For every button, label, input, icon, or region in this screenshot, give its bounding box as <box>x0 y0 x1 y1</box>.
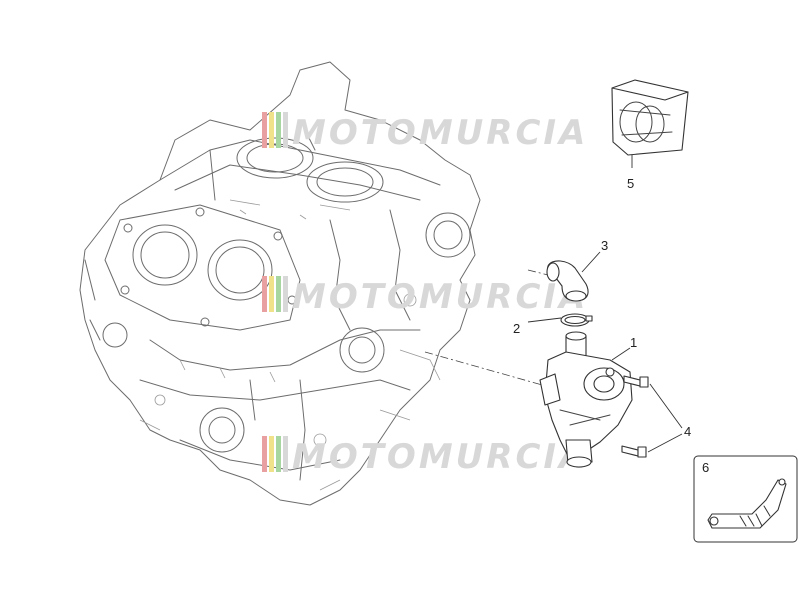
watermark-text: MOTOMURCIA <box>292 437 588 477</box>
part-5-seal-kit <box>611 79 689 156</box>
watermark-text: MOTOMURCIA <box>292 113 588 153</box>
callout-2: 2 <box>513 321 520 336</box>
part-3-elbow-hose <box>546 260 589 302</box>
watermark-text: MOTOMURCIA <box>292 277 588 317</box>
callout-5: 5 <box>627 176 634 191</box>
part-1-water-pump <box>539 331 633 468</box>
engine-crankcase-drawing <box>79 61 481 506</box>
callout-1-leader <box>611 347 631 361</box>
callout-3: 3 <box>601 238 608 253</box>
assembly-axis-line <box>424 351 561 391</box>
part-4-screw-lower <box>621 445 647 458</box>
part-4-screw-upper <box>623 375 649 388</box>
part-6-frame <box>693 455 798 543</box>
part-6-bracket <box>707 478 787 529</box>
part-2-hose-clamp <box>560 313 593 327</box>
callout-2-leader <box>527 317 562 323</box>
callout-6: 6 <box>702 460 709 475</box>
callout-3-leader <box>581 251 601 273</box>
watermark-middle: MOTOMURCIA <box>262 276 588 317</box>
callout-1: 1 <box>630 335 637 350</box>
watermark-top: MOTOMURCIA <box>262 112 588 153</box>
watermark-bottom: MOTOMURCIA <box>262 436 588 477</box>
assembly-axis-line-upper <box>527 269 549 276</box>
callout-4: 4 <box>684 424 691 439</box>
callout-4-leader <box>647 383 683 453</box>
